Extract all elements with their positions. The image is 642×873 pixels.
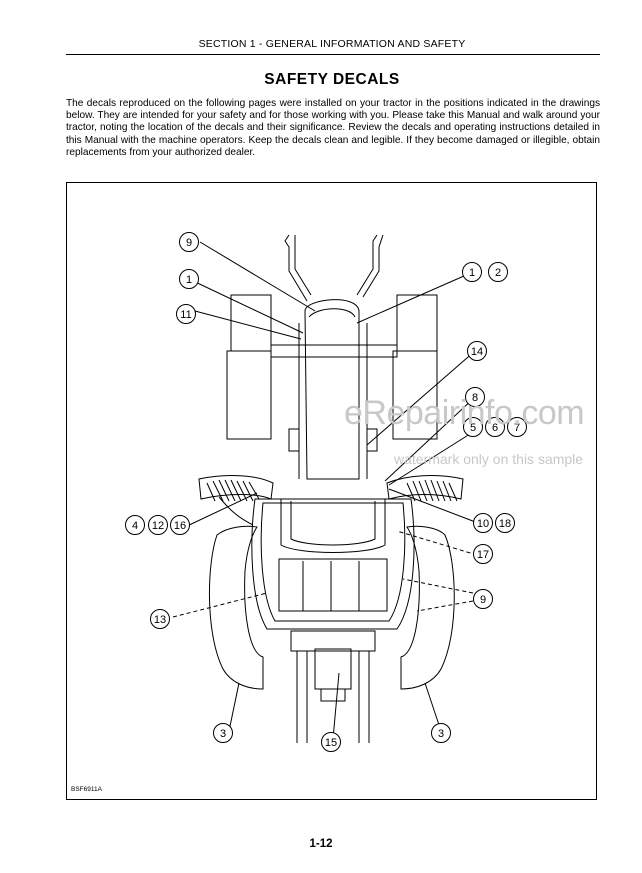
callout-1-left: 1 <box>179 269 199 289</box>
svg-text:1: 1 <box>186 274 192 286</box>
callout-17: 17 <box>473 544 493 564</box>
svg-text:3: 3 <box>438 728 444 740</box>
callout-13: 13 <box>150 609 170 629</box>
front-right-tire <box>396 294 438 352</box>
svg-text:16: 16 <box>174 520 186 532</box>
svg-text:15: 15 <box>325 737 337 749</box>
svg-text:10: 10 <box>477 518 489 530</box>
callout-18: 18 <box>495 513 515 533</box>
page-title: SAFETY DECALS <box>264 71 400 88</box>
svg-text:17: 17 <box>477 549 489 561</box>
callout-11: 11 <box>176 304 196 324</box>
left-handlebar <box>284 234 308 302</box>
tractor-decal-diagram: 9 1 11 1 2 14 8 5 6 7 4 12 16 10 18 17 1… <box>66 182 597 800</box>
callout-3-right: 3 <box>431 723 451 743</box>
svg-text:9: 9 <box>480 594 486 606</box>
callout-7: 7 <box>507 417 527 437</box>
figure-code: BSF6911A <box>71 786 102 793</box>
intro-paragraph: The decals reproduced on the following p… <box>66 98 600 158</box>
callout-14: 14 <box>467 341 487 361</box>
svg-text:11: 11 <box>180 309 191 321</box>
page-number: 1-12 <box>309 838 333 850</box>
watermark-note: watermark only on this sample <box>394 451 584 467</box>
callout-9-top: 9 <box>179 232 199 252</box>
callout-16: 16 <box>170 515 190 535</box>
svg-text:9: 9 <box>186 237 192 249</box>
front-left-tire <box>230 294 272 352</box>
seat <box>280 499 386 553</box>
callout-5: 5 <box>463 417 483 437</box>
tractor-top-view-drawing: 9 1 11 1 2 14 8 5 6 7 4 12 16 10 18 17 1… <box>125 232 527 752</box>
rear-left-wheel <box>209 525 264 690</box>
svg-text:13: 13 <box>154 614 166 626</box>
svg-text:7: 7 <box>514 422 520 434</box>
callout-8: 8 <box>465 387 485 407</box>
callout-9-right: 9 <box>473 589 493 609</box>
svg-text:1: 1 <box>469 267 475 279</box>
svg-text:14: 14 <box>471 346 483 358</box>
svg-text:2: 2 <box>495 267 501 279</box>
callout-6: 6 <box>485 417 505 437</box>
right-fender-front <box>386 475 464 500</box>
svg-text:4: 4 <box>132 520 138 532</box>
operator-platform <box>251 498 415 630</box>
callout-15: 15 <box>321 732 341 752</box>
callout-10: 10 <box>473 513 493 533</box>
svg-text:18: 18 <box>499 518 511 530</box>
right-handlebar <box>356 234 378 296</box>
rear-right-wheel <box>400 525 455 690</box>
section-header: SECTION 1 - GENERAL INFORMATION AND SAFE… <box>198 38 466 50</box>
header-divider <box>66 54 600 55</box>
callout-2: 2 <box>488 262 508 282</box>
svg-text:8: 8 <box>472 392 478 404</box>
callout-1-right: 1 <box>462 262 482 282</box>
svg-text:3: 3 <box>220 728 226 740</box>
rear-hitch <box>290 630 376 652</box>
callout-4: 4 <box>125 515 145 535</box>
callout-12: 12 <box>148 515 168 535</box>
watermark-url: eRepairinfo.com <box>344 394 585 432</box>
svg-text:12: 12 <box>152 520 164 532</box>
hood <box>304 299 360 480</box>
callout-3-left: 3 <box>213 723 233 743</box>
left-fender-front <box>198 475 274 500</box>
svg-text:6: 6 <box>492 422 498 434</box>
callout-bubbles: 9 1 11 1 2 14 8 5 6 7 4 12 16 10 18 17 1… <box>125 232 527 752</box>
svg-text:5: 5 <box>470 422 476 434</box>
